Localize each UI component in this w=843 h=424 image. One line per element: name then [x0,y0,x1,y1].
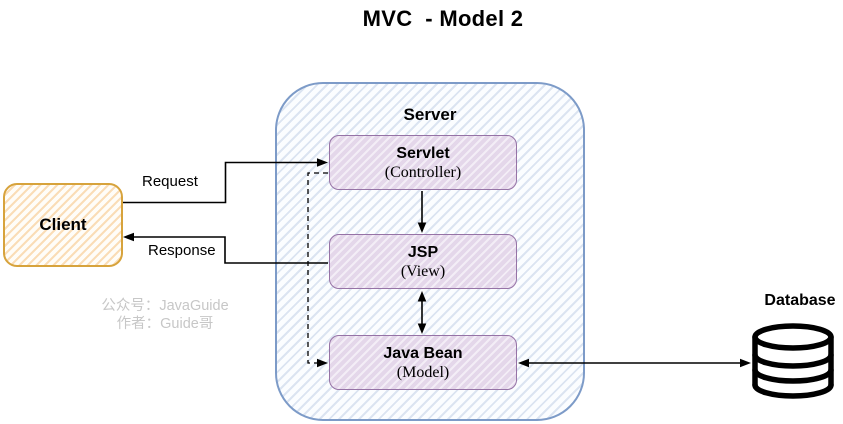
response-arrowhead [123,232,134,242]
database-label: Database [764,292,836,309]
db-band-1 [752,352,834,369]
javabean-node: Java Bean (Model) [329,335,517,390]
javabean-name: Java Bean [383,344,463,362]
db-bottom [752,382,834,399]
servlet-name: Servlet [396,144,450,162]
servlet-node: Servlet (Controller) [329,135,517,190]
db-top [752,323,834,351]
client-label: Client [39,215,87,234]
client-node: Client [3,183,123,267]
database-cylinder-icon [752,323,834,399]
jsp-name: JSP [407,243,439,261]
diagram-title: MVC - Model 2 [362,6,524,31]
watermark-line1: 公众号：JavaGuide [101,298,229,314]
server-label: Server [403,105,457,124]
db-band-2 [752,367,834,384]
javabean-role: (Model) [396,363,450,381]
servlet-role: (Controller) [384,163,462,181]
jsp-role: (View) [400,262,446,280]
response-label: Response [148,242,216,259]
watermark-line2: 作者：Guide哥 [116,316,214,332]
request-label: Request [142,173,198,190]
db-sides [752,334,834,388]
jsp-node: JSP (View) [329,234,517,289]
watermark: 公众号：JavaGuide 作者：Guide哥 [85,297,245,333]
